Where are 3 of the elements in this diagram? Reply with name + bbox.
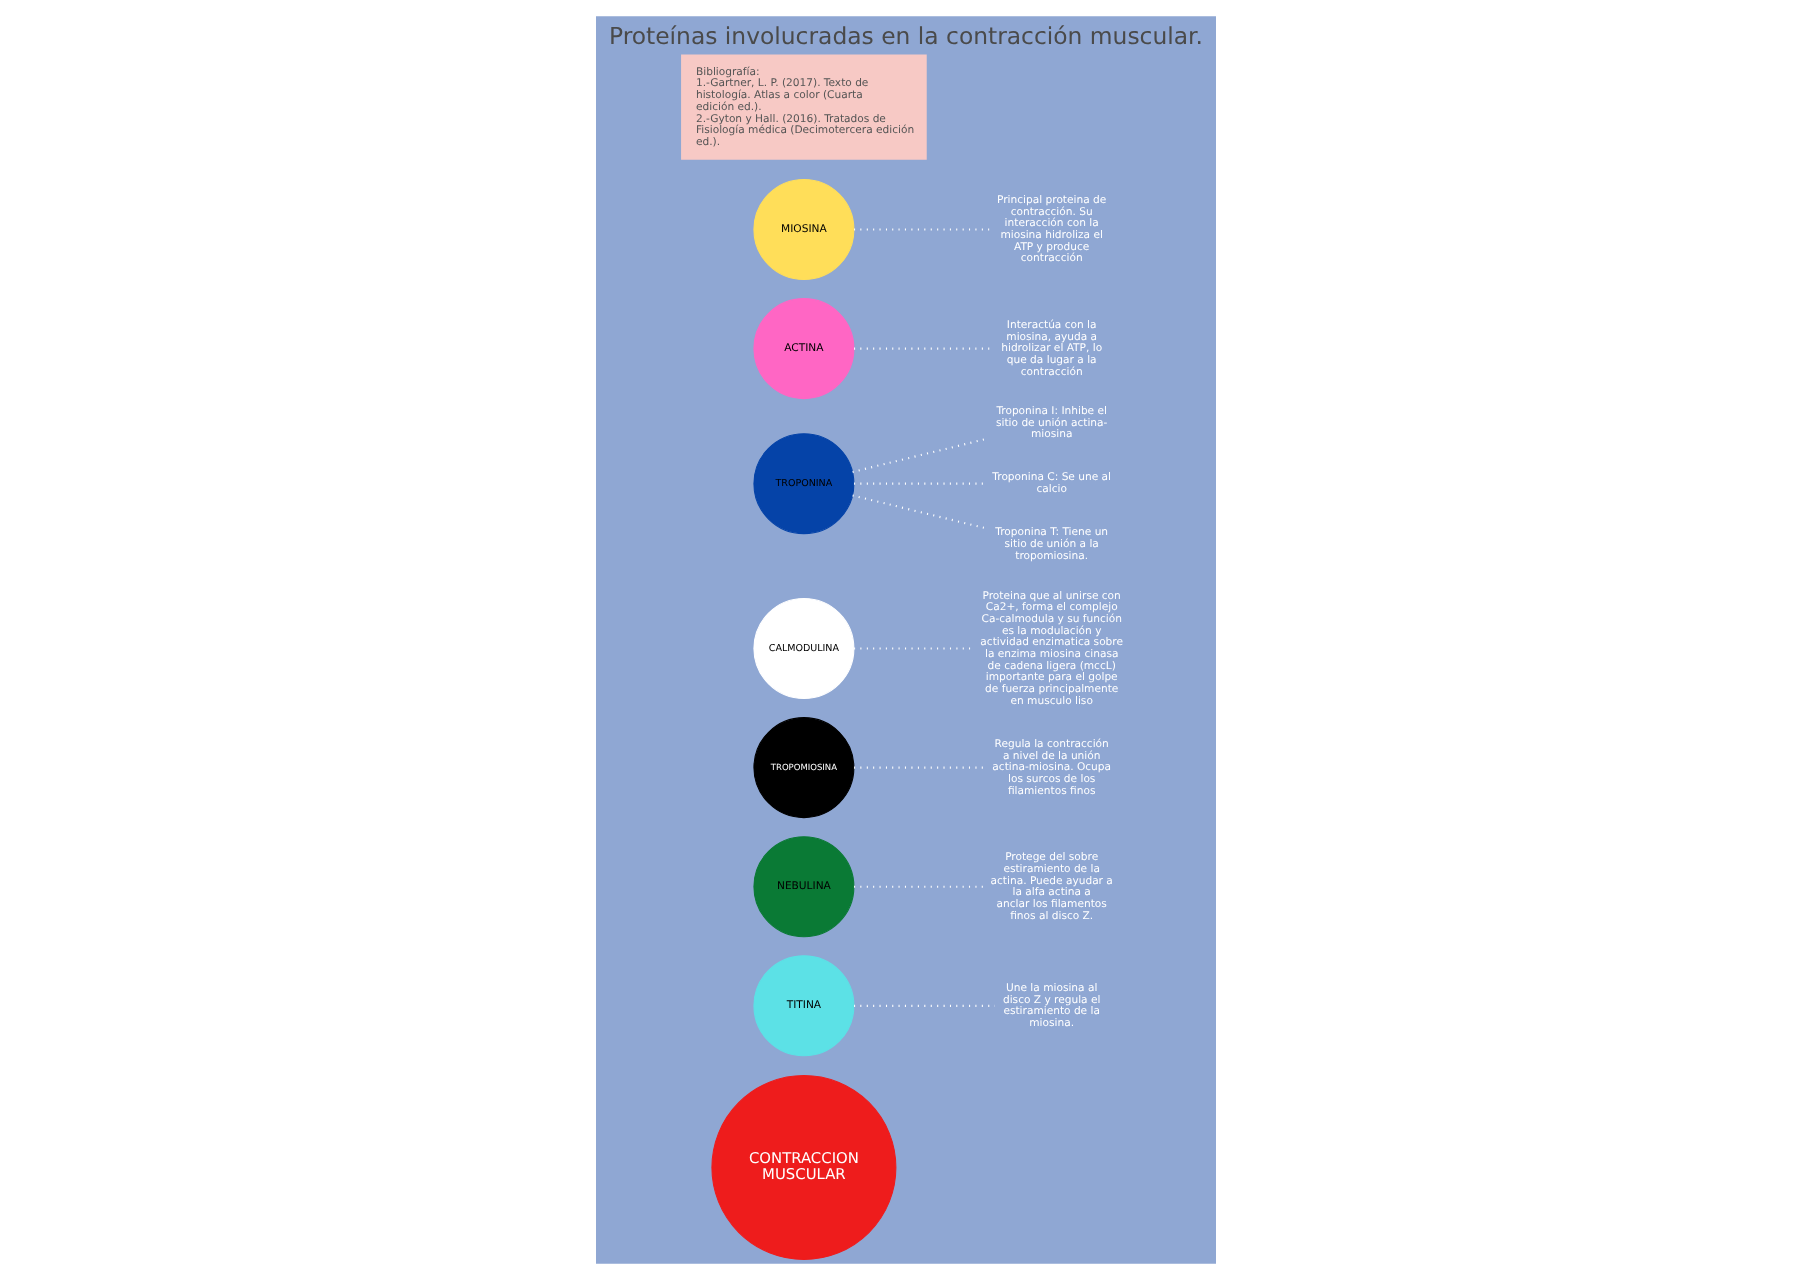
diagram-title: Proteínas involucradas en la contracción muscular. (607, 21, 1203, 50)
connector (851, 494, 987, 530)
connector (851, 437, 988, 473)
